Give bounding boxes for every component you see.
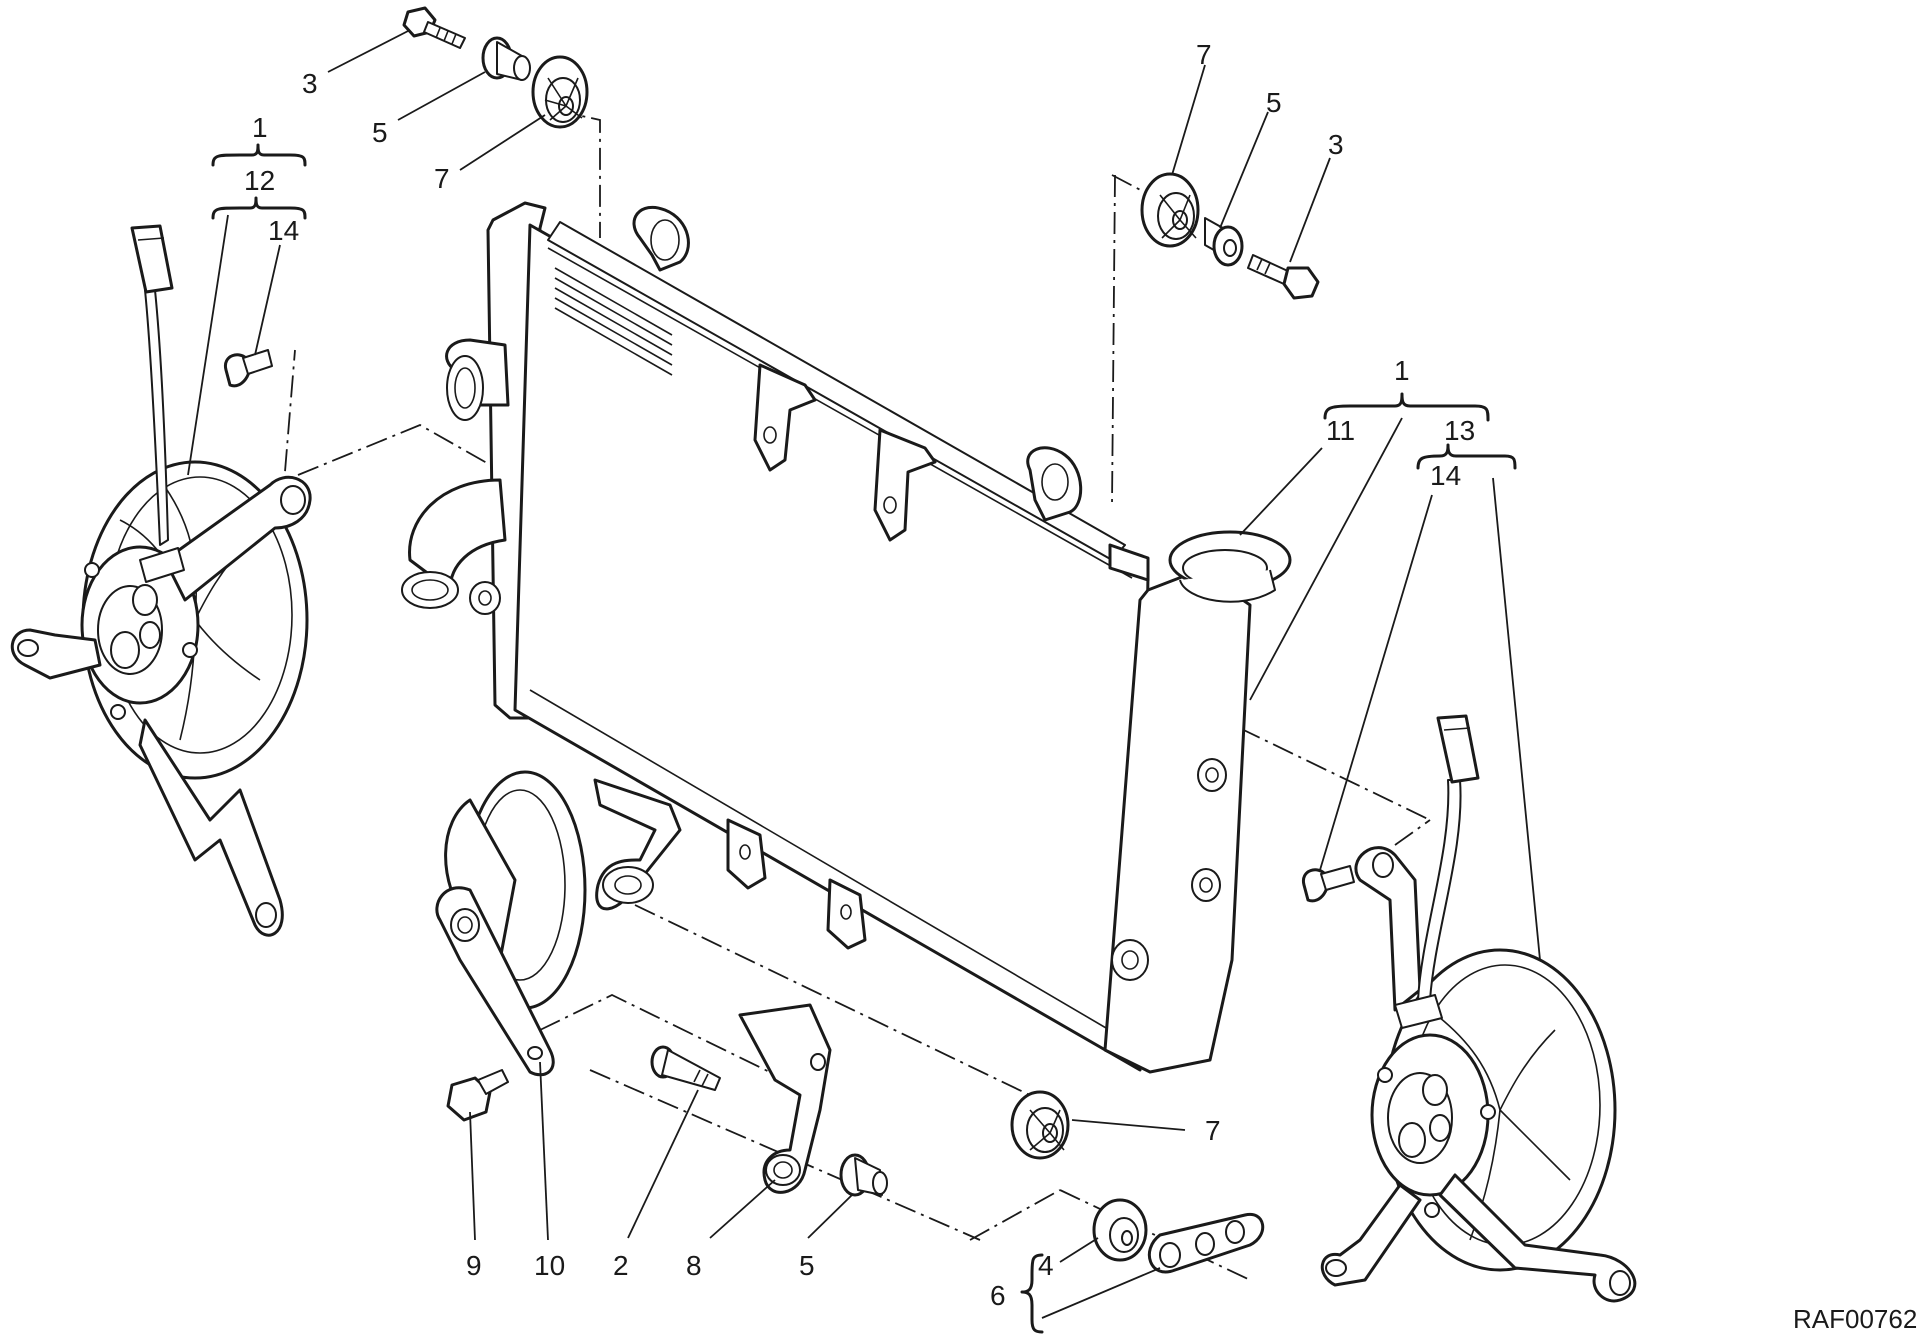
center-lines — [281, 109, 1431, 1281]
callout-7-top: 7 — [434, 163, 450, 194]
callout-3-top: 3 — [302, 68, 318, 99]
bolt-right-fan — [1301, 865, 1355, 903]
callout-10: 10 — [534, 1250, 565, 1281]
grommet-bottom — [1010, 1090, 1070, 1160]
callout-14-right: 14 — [1430, 460, 1461, 491]
bolt-right — [1247, 254, 1320, 300]
callout-5-right: 5 — [1266, 87, 1282, 118]
callout-9: 9 — [466, 1250, 482, 1281]
spacer-top — [481, 36, 531, 81]
callout-3-right: 3 — [1328, 129, 1344, 160]
bracket — [738, 1003, 832, 1194]
reference-code: RAF00762 — [1793, 1304, 1917, 1334]
callout-11: 11 — [1326, 415, 1355, 446]
callout-6: 6 — [990, 1280, 1006, 1311]
callout-2: 2 — [613, 1250, 629, 1281]
spacer-bottom — [839, 1153, 888, 1197]
callout-1-right: 1 — [1394, 355, 1410, 386]
callout-1-left: 1 — [252, 112, 268, 143]
callout-8: 8 — [686, 1250, 702, 1281]
grommet-gear — [1092, 1198, 1148, 1262]
radiator — [401, 201, 1292, 1074]
braces — [211, 143, 1517, 1334]
left-fan-assembly — [10, 224, 312, 937]
spacer-right — [1204, 217, 1244, 267]
callout-5-top: 5 — [372, 117, 388, 148]
bolt-top — [402, 6, 466, 49]
bolt-horn — [446, 1069, 509, 1122]
callout-7-bottom: 7 — [1205, 1115, 1221, 1146]
grommet-right — [1140, 172, 1200, 248]
callout-5-bottom: 5 — [799, 1250, 815, 1281]
right-fan-assembly — [1320, 714, 1637, 1303]
leader-lines — [187, 29, 1541, 1319]
callout-7-right: 7 — [1196, 39, 1212, 70]
callout-12-left: 12 — [244, 165, 275, 196]
hardware — [223, 6, 1355, 1274]
bolt-long — [650, 1045, 721, 1091]
callout-labels: 3 5 7 1 12 14 7 5 3 1 11 13 14 7 9 10 2 … — [244, 39, 1475, 1311]
horn — [435, 770, 587, 1077]
callout-13: 13 — [1444, 415, 1475, 446]
mounting-plate — [1147, 1212, 1265, 1274]
grommet-top — [531, 55, 589, 129]
bolt-left-fan — [223, 349, 273, 388]
callout-14-left: 14 — [268, 215, 299, 246]
radiator-fins — [554, 267, 673, 376]
callout-4: 4 — [1038, 1250, 1054, 1281]
